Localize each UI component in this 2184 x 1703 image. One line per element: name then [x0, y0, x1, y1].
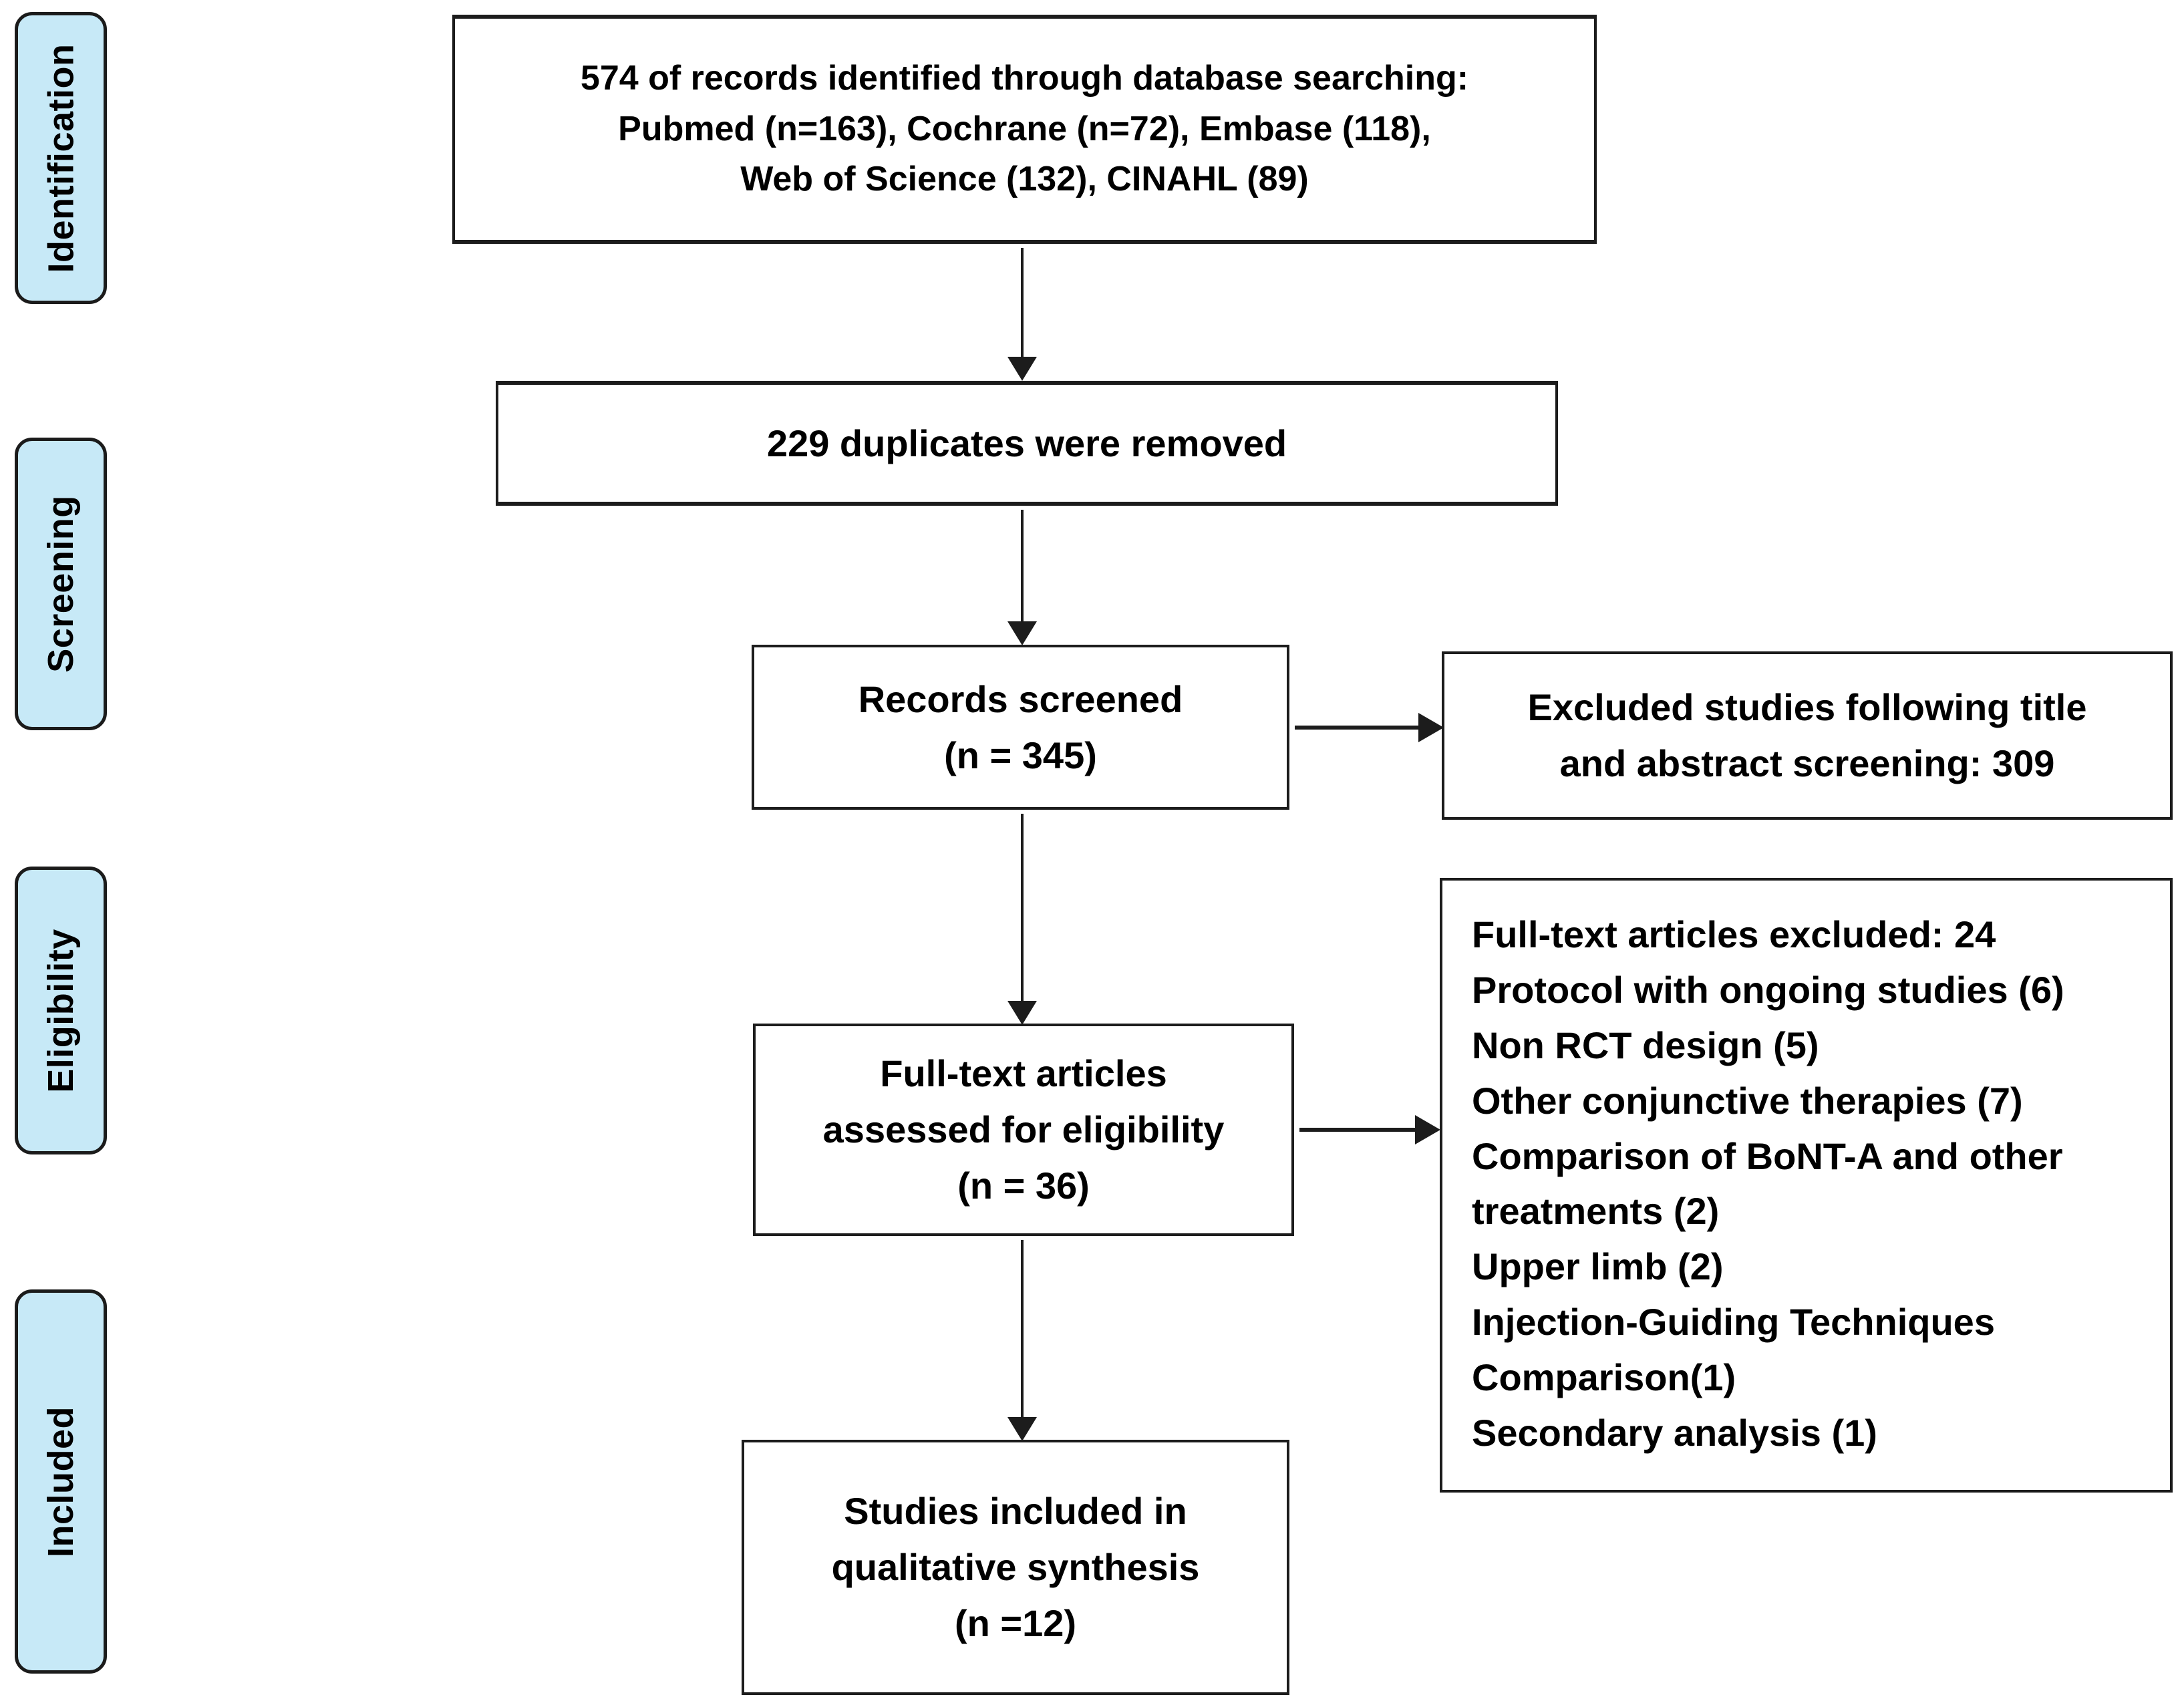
- box-studies-included: Studies included in qualitative synthesi…: [742, 1440, 1289, 1695]
- box-text-line: qualitative synthesis: [831, 1546, 1200, 1588]
- arrow-down-icon: [1007, 621, 1037, 645]
- stage-label-identification: Identification: [15, 12, 107, 304]
- stage-label-text: Screening: [41, 495, 81, 673]
- stage-label-screening: Screening: [15, 438, 107, 730]
- box-records-identified: 574 of records identified through databa…: [452, 15, 1597, 244]
- box-text-line: Full-text articles excluded: 24: [1472, 913, 1996, 955]
- box-text-line: Comparison(1): [1472, 1356, 1736, 1398]
- box-fulltext-assessed: Full-text articles assessed for eligibil…: [753, 1024, 1294, 1236]
- arrow-right-icon: [1418, 713, 1444, 742]
- flow-arrow-line: [1021, 1240, 1024, 1417]
- box-text-line: Non RCT design (5): [1472, 1024, 1819, 1066]
- box-text-line: (n = 36): [957, 1165, 1090, 1207]
- flow-arrow-line: [1299, 1128, 1416, 1132]
- box-text-line: and abstract screening: 309: [1559, 742, 2055, 784]
- box-text-line: 229 duplicates were removed: [766, 422, 1287, 464]
- flow-arrow-line: [1021, 248, 1024, 357]
- box-text-line: treatments (2): [1472, 1190, 1720, 1233]
- box-text-line: Protocol with ongoing studies (6): [1472, 968, 2064, 1011]
- box-text-line: Other conjunctive therapies (7): [1472, 1079, 2023, 1122]
- arrow-right-icon: [1415, 1115, 1440, 1144]
- box-text-line: assessed for eligibility: [822, 1108, 1225, 1150]
- stage-label-included: Included: [15, 1289, 107, 1674]
- box-text-line: (n =12): [954, 1602, 1077, 1644]
- stage-label-text: Eligibility: [41, 928, 81, 1093]
- box-text-line: 574 of records identified through databa…: [580, 59, 1469, 98]
- flow-arrow-line: [1295, 726, 1420, 730]
- box-text-line: Excluded studies following title: [1527, 686, 2087, 728]
- box-duplicates-removed: 229 duplicates were removed: [496, 381, 1558, 506]
- box-text-line: Secondary analysis (1): [1472, 1411, 1877, 1454]
- arrow-down-icon: [1007, 1001, 1037, 1025]
- stage-label-text: Identification: [41, 43, 81, 273]
- box-records-screened: Records screened (n = 345): [752, 645, 1289, 810]
- box-text-line: Web of Science (132), CINAHL (89): [740, 160, 1309, 199]
- box-text-line: (n = 345): [944, 734, 1097, 776]
- flow-arrow-line: [1021, 814, 1024, 1001]
- box-fulltext-exclusion-reasons: Full-text articles excluded: 24 Protocol…: [1440, 878, 2173, 1493]
- stage-label-eligibility: Eligibility: [15, 867, 107, 1154]
- box-text-line: Full-text articles: [880, 1052, 1167, 1094]
- arrow-down-icon: [1007, 357, 1037, 381]
- stage-label-text: Included: [41, 1406, 82, 1557]
- box-text-line: Studies included in: [844, 1490, 1187, 1532]
- box-text-line: Records screened: [858, 677, 1183, 720]
- box-excluded-title-abstract: Excluded studies following title and abs…: [1442, 651, 2173, 820]
- box-text-line: Comparison of BoNT-A and other: [1472, 1134, 2063, 1177]
- box-text-line: Injection-Guiding Techniques: [1472, 1301, 1995, 1344]
- flow-arrow-line: [1021, 510, 1024, 621]
- box-text-line: Pubmed (n=163), Cochrane (n=72), Embase …: [618, 109, 1431, 148]
- box-text-line: Upper limb (2): [1472, 1245, 1724, 1288]
- arrow-down-icon: [1007, 1417, 1037, 1441]
